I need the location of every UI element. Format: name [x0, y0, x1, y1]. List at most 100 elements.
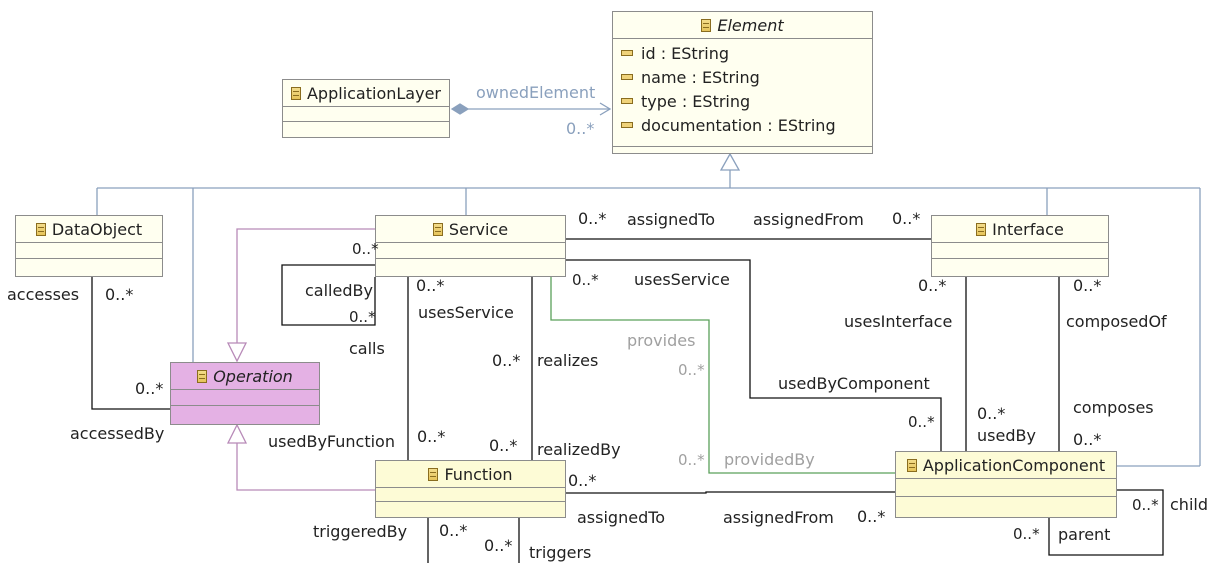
parent-multiplicity: 0..*	[1013, 525, 1040, 543]
owned-element-multiplicity: 0..*	[566, 119, 595, 138]
attribute-icon	[621, 122, 633, 128]
provided-by-multiplicity: 0..*	[678, 451, 705, 469]
eclass-icon	[976, 222, 987, 236]
realized-by-label: realizedBy	[537, 440, 621, 459]
interface-assigned-from-label: assignedFrom	[753, 210, 864, 229]
class-application-layer[interactable]: ApplicationLayer	[282, 79, 450, 138]
attribute-row[interactable]: id : EString	[613, 41, 872, 65]
composed-of-label: composedOf	[1066, 312, 1167, 331]
component-assigned-from-multiplicity: 0..*	[857, 507, 886, 526]
class-name: Service	[448, 219, 509, 239]
owned-element-label: ownedElement	[476, 83, 596, 102]
component-assigned-from-label: assignedFrom	[723, 508, 834, 527]
class-header: ApplicationLayer	[283, 80, 449, 107]
class-name: Operation	[213, 366, 293, 386]
associations	[91, 238, 1164, 563]
calls-label: calls	[349, 339, 385, 358]
provides-association	[550, 277, 895, 474]
class-element[interactable]: Element id : EString name : EString type…	[612, 11, 873, 154]
triggers-multiplicity: 0..*	[484, 536, 513, 555]
parent-label: parent	[1058, 525, 1111, 544]
class-name: DataObject	[51, 219, 143, 239]
class-header: Interface	[932, 216, 1108, 243]
function-assigned-to-multiplicity: 0..*	[568, 471, 597, 490]
class-function[interactable]: Function	[375, 460, 566, 518]
called-by-label: calledBy	[305, 281, 373, 300]
eclass-icon	[432, 222, 443, 236]
attribute-icon	[621, 74, 633, 80]
attribute-label: id : EString	[641, 43, 730, 63]
class-name: ApplicationLayer	[306, 83, 441, 103]
provides-label: provides	[627, 331, 696, 350]
class-operation[interactable]: Operation	[170, 362, 320, 425]
class-application-component[interactable]: ApplicationComponent	[895, 451, 1117, 518]
interface-assigned-from-multiplicity: 0..*	[892, 209, 921, 228]
eclass-icon	[701, 18, 712, 32]
uses-service-left-multiplicity: 0..*	[416, 276, 445, 295]
class-interface[interactable]: Interface	[931, 215, 1109, 277]
used-by-function-label: usedByFunction	[268, 432, 395, 451]
eclass-icon	[197, 369, 208, 383]
attribute-icon	[621, 50, 633, 56]
eclass-icon	[906, 458, 917, 472]
generalization-to-element	[96, 152, 1201, 467]
class-header: ApplicationComponent	[896, 452, 1116, 479]
attribute-label: documentation : EString	[641, 115, 836, 135]
child-multiplicity: 0..*	[1132, 496, 1159, 514]
class-service[interactable]: Service	[375, 215, 566, 277]
class-data-object[interactable]: DataObject	[15, 215, 163, 277]
used-by-label: usedBy	[977, 426, 1036, 445]
attributes-section	[16, 243, 162, 259]
triggered-by-label: triggeredBy	[313, 522, 408, 541]
uses-interface-label: usesInterface	[844, 312, 953, 331]
composes-multiplicity: 0..*	[1073, 430, 1102, 449]
realizes-label: realizes	[537, 351, 599, 370]
class-header: Function	[376, 461, 565, 488]
attributes-section	[283, 107, 449, 122]
class-header: Service	[376, 216, 565, 243]
used-by-component-multiplicity: 0..*	[908, 413, 935, 431]
uses-service-right-multiplicity: 0..*	[572, 271, 599, 289]
service-assigned-to-label: assignedTo	[627, 210, 716, 229]
owned-element-reference	[450, 102, 612, 116]
eclass-icon	[35, 222, 46, 236]
class-name: ApplicationComponent	[922, 455, 1106, 475]
uses-service-left-label: usesService	[418, 303, 514, 322]
service-assigned-to-multiplicity: 0..*	[578, 209, 607, 228]
attributes-section	[376, 243, 565, 259]
operation-generalizations	[226, 228, 375, 491]
accessed-by-multiplicity: 0..*	[135, 379, 164, 398]
class-name: Function	[444, 464, 513, 484]
uses-interface-multiplicity: 0..*	[918, 276, 947, 295]
used-by-component-label: usedByComponent	[778, 374, 930, 393]
eclass-icon	[290, 86, 301, 100]
function-assigned-to-label: assignedTo	[577, 508, 666, 527]
used-by-multiplicity: 0..*	[977, 404, 1006, 423]
class-name: Interface	[992, 219, 1064, 239]
composes-label: composes	[1073, 398, 1154, 417]
provides-multiplicity: 0..*	[678, 361, 705, 379]
attribute-label: type : EString	[641, 91, 751, 111]
attribute-icon	[621, 98, 633, 104]
provided-by-label: providedBy	[724, 450, 815, 469]
realized-by-multiplicity: 0..*	[489, 436, 518, 455]
class-header: DataObject	[16, 216, 162, 243]
attributes-section	[896, 479, 1116, 497]
accessed-by-label: accessedBy	[70, 424, 165, 443]
uses-service-right-label: usesService	[634, 270, 730, 289]
class-header: Element	[613, 12, 872, 39]
attribute-label: name : EString	[641, 67, 760, 87]
attributes-section	[376, 488, 565, 502]
triggers-label: triggers	[529, 543, 592, 562]
attributes-section	[171, 390, 319, 406]
attributes-section	[932, 243, 1108, 259]
attribute-row[interactable]: type : EString	[613, 89, 872, 113]
calls-multiplicity-top: 0..*	[352, 240, 379, 258]
accesses-multiplicity: 0..*	[105, 285, 134, 304]
attribute-row[interactable]: documentation : EString	[613, 113, 872, 137]
eclass-icon	[428, 467, 439, 481]
attribute-row[interactable]: name : EString	[613, 65, 872, 89]
child-label: child	[1170, 495, 1208, 514]
realizes-multiplicity: 0..*	[492, 351, 521, 370]
